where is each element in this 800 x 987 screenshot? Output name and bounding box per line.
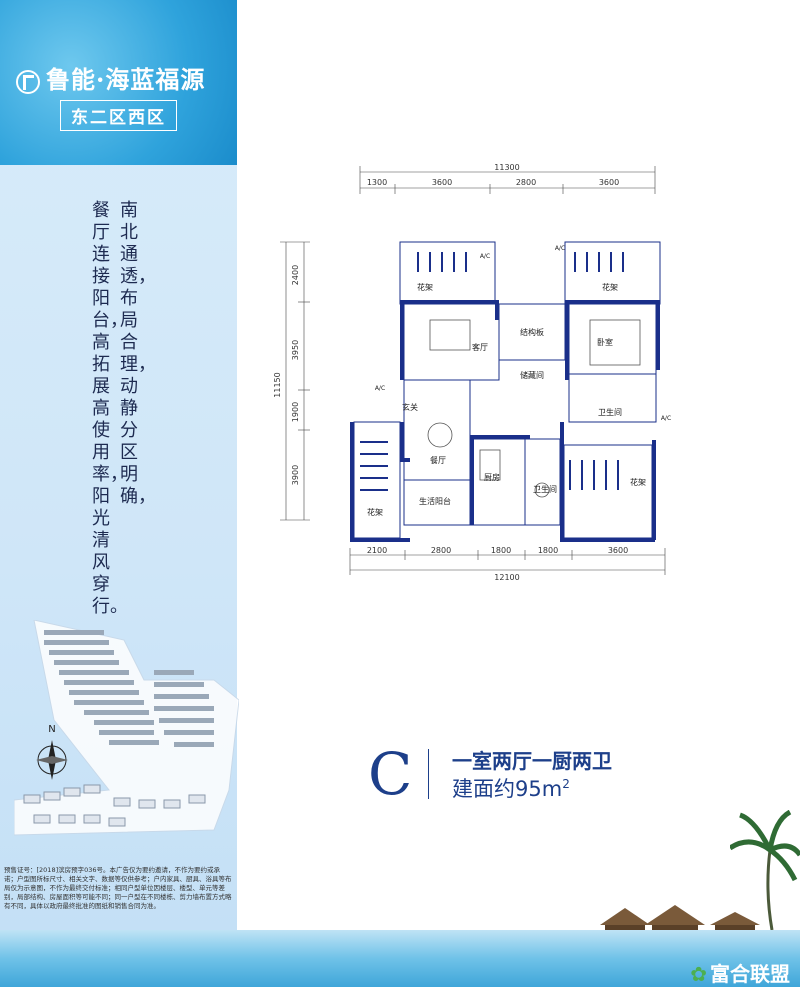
room-flower-rack-tr: 花架 — [602, 282, 618, 292]
room-bathroom-1: 卫生间 — [598, 407, 622, 417]
sea-banner — [0, 930, 800, 987]
watermark-logo-icon: ✿ — [690, 962, 707, 986]
dim-bottom-5: 3600 — [608, 546, 628, 555]
unit-type-area: 建面约95m2 — [452, 773, 570, 803]
dim-bottom-total: 12100 — [494, 573, 519, 580]
room-service-balcony: 生活阳台 — [419, 496, 451, 506]
room-flower-rack-br: 花架 — [630, 477, 646, 487]
dim-bottom-2: 2800 — [431, 546, 451, 555]
brand-logo-icon — [16, 69, 40, 94]
header-banner: 鲁能·海蓝福源 东二区西区 — [0, 0, 237, 165]
ac-label-2: A/C — [555, 245, 565, 252]
dim-left-3: 1900 — [291, 402, 300, 422]
district-label: 东二区西区 — [60, 100, 177, 131]
dim-top-2: 3600 — [432, 178, 452, 187]
watermark-text: 富合联盟 — [710, 962, 790, 986]
room-dining: 餐厅 — [430, 456, 446, 465]
dim-top-1: 1300 — [367, 178, 387, 187]
dim-bottom-1: 2100 — [367, 546, 387, 555]
compass-icon: N — [36, 724, 68, 780]
ac-label-3: A/C — [375, 385, 385, 392]
watermark: ✿富合联盟 — [690, 958, 790, 987]
floor-plan: 11300 1300 3600 2800 3600 2100 2800 1800… — [273, 163, 671, 580]
room-structure-slab: 结构板 — [520, 327, 544, 337]
brand: 鲁能·海蓝福源 — [16, 60, 205, 95]
room-entrance: 玄关 — [402, 402, 418, 412]
room-bathroom-2: 卫生间 — [533, 484, 557, 494]
site-map — [14, 620, 239, 836]
compass-north-label: N — [48, 724, 55, 735]
unit-type-divider — [428, 749, 429, 799]
dim-top-3: 2800 — [516, 178, 536, 187]
dim-bottom-4: 1800 — [538, 546, 558, 555]
room-living: 客厅 — [472, 342, 488, 352]
palm-tree-icon — [730, 810, 800, 930]
dim-left-2: 3950 — [291, 340, 300, 360]
unit-area-sup: 2 — [562, 777, 570, 791]
unit-type-letter: C — [368, 740, 413, 808]
brand-name: 鲁能·海蓝福源 — [46, 65, 206, 94]
room-kitchen: 厨房 — [484, 472, 500, 482]
room-bedroom: 卧室 — [597, 337, 613, 347]
dim-left-4: 3900 — [291, 465, 300, 485]
dim-top-4: 3600 — [599, 178, 619, 187]
disclaimer-text: 预售证号：[2018]滨房预字036号。本广告仅为要约邀请，不作为要约或承诺；户… — [4, 866, 232, 910]
unit-area-text: 建面约95m — [452, 777, 563, 801]
unit-type-block: C 一室两厅一厨两卫 建面约95m2 — [368, 740, 612, 808]
dim-bottom-3: 1800 — [491, 546, 511, 555]
unit-type-layout: 一室两厅一厨两卫 — [452, 749, 612, 773]
slogan-column-1: 南北通透，布局合理，动静分区明确， — [120, 200, 156, 507]
slogan-column-2: 餐厅连接阳台，高拓展高使用率，阳光清风穿行。 — [92, 200, 128, 617]
dim-top-total: 11300 — [494, 163, 519, 172]
ac-label-1: A/C — [480, 253, 490, 260]
room-flower-rack-bl: 花架 — [367, 507, 383, 517]
room-storage: 储藏间 — [520, 370, 544, 380]
ac-label-4: A/C — [661, 415, 671, 422]
dim-left-1: 2400 — [291, 265, 300, 285]
room-flower-rack-tl: 花架 — [417, 282, 433, 292]
dim-left-total: 11150 — [273, 372, 282, 397]
